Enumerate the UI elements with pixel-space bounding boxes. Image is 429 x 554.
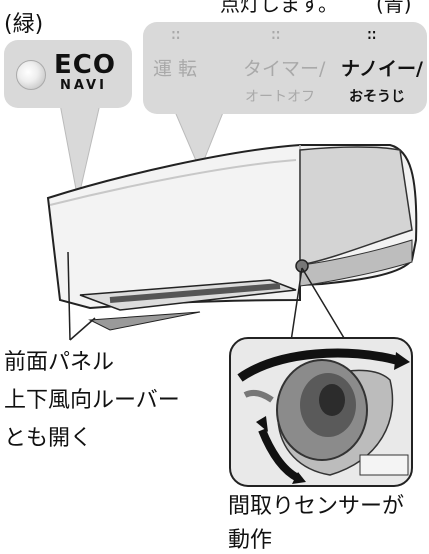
status-panel: ∷ ∷ ∷ 運 転 タイマー/ オートオフ ナノイー/ おそうじ bbox=[143, 22, 427, 114]
operation-lamp-icon: ∷ bbox=[171, 25, 181, 44]
operation-label: 運 転 bbox=[153, 58, 198, 80]
navi-logo-text: NAVI bbox=[60, 78, 107, 93]
nanoe-lamp-icon: ∷ bbox=[367, 25, 377, 44]
timer-sublabel: オートオフ bbox=[245, 89, 315, 105]
timer-lamp-icon: ∷ bbox=[271, 25, 281, 44]
louver-callout-line3: とも開く bbox=[4, 426, 93, 451]
nanoe-sublabel: おそうじ bbox=[349, 89, 405, 105]
eco-lamp-icon bbox=[16, 60, 46, 90]
sensor-callout-line2: 動作 bbox=[228, 528, 273, 553]
top-notice-text: 点灯します。 bbox=[220, 0, 338, 16]
sensor-callout-line1: 間取りセンサーが bbox=[228, 494, 405, 519]
louver-callout-line2: 上下風向ルーバー bbox=[4, 388, 180, 413]
air-conditioner-unit bbox=[46, 144, 418, 331]
timer-label: タイマー/ bbox=[243, 58, 326, 80]
louver-callout-line1: 前面パネル bbox=[4, 350, 115, 375]
green-label: (緑) bbox=[4, 12, 44, 37]
nanoe-label: ナノイー/ bbox=[341, 58, 423, 80]
blue-label: (青) bbox=[376, 0, 412, 16]
sensor-zoom-box bbox=[229, 337, 413, 487]
eco-navi-panel: ECO NAVI bbox=[4, 40, 132, 108]
eco-logo-text: ECO bbox=[54, 50, 116, 80]
